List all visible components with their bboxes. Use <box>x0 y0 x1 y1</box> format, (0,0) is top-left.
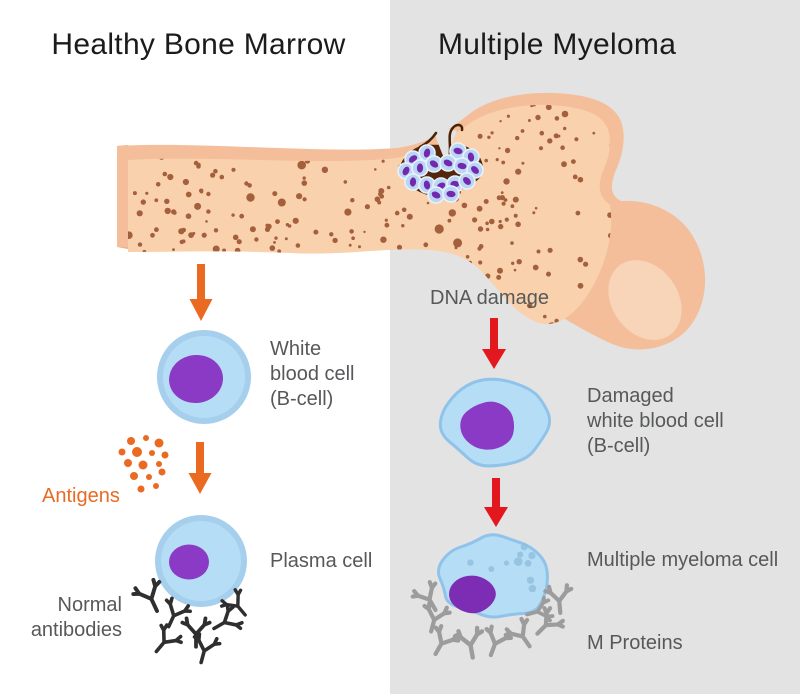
antigen-dots <box>118 435 169 493</box>
plasma-cell-label: Plasma cell <box>270 550 373 572</box>
damaged-wbc-label: Damaged white blood cell (B-cell) <box>587 385 724 457</box>
m-proteins <box>410 580 574 660</box>
plasma-cell <box>155 515 247 607</box>
down-arrow-icon-orange-1 <box>189 264 213 321</box>
normal-antibodies-label: Normal antibodies <box>30 594 122 641</box>
damaged-white-blood-cell <box>438 377 551 468</box>
bone-head-highlight <box>608 260 682 340</box>
down-arrow-icon-red-2 <box>484 478 508 527</box>
white-blood-cell <box>157 330 251 424</box>
title-healthy-bone-marrow: Healthy Bone Marrow <box>51 28 346 61</box>
dna-damage-label: DNA damage <box>430 287 549 309</box>
tumor-site <box>397 123 484 204</box>
down-arrow-icon-red-1 <box>482 318 506 369</box>
multiple-myeloma-cell <box>437 533 549 619</box>
bone-crack <box>434 128 457 163</box>
normal-antibodies <box>131 577 247 665</box>
down-arrow-icon-orange-2 <box>188 442 212 494</box>
bone <box>117 92 706 350</box>
antigens-label: Antigens <box>42 485 120 507</box>
m-proteins-label: M Proteins <box>587 632 683 654</box>
title-multiple-myeloma: Multiple Myeloma <box>438 28 677 61</box>
white-blood-cell-label: White blood cell (B-cell) <box>270 338 355 410</box>
myeloma-cell-label: Multiple myeloma cell <box>587 549 779 571</box>
